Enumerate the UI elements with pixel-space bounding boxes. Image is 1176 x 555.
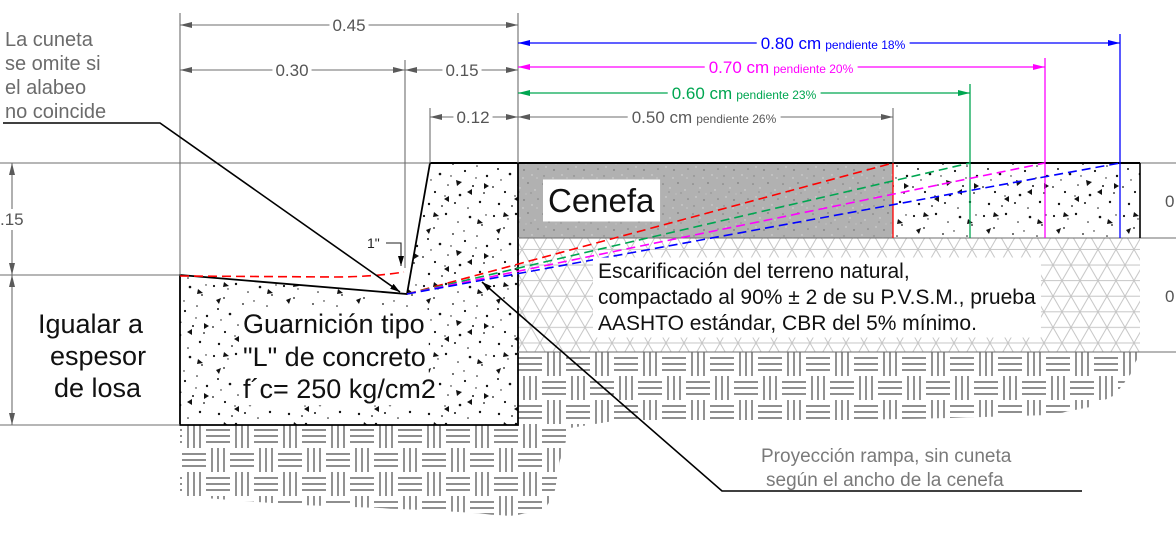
dim-left-height-group: .15: [0, 209, 26, 230]
curb-line-2: "L" de concreto: [243, 342, 426, 372]
curb-label-line-2-group: "L" de concreto: [240, 340, 429, 374]
dim-curb-right-label: 0.15: [445, 61, 478, 80]
ramp-slope-050: pendiente 26%: [696, 112, 776, 126]
base-line-1: Escarificación del terreno natural,: [598, 260, 910, 283]
projection-line-1: Proyección rampa, sin cuneta: [761, 446, 1012, 467]
note-line-3: el alabeo: [5, 77, 86, 99]
ramp-width-050-value: 0.50 cm: [632, 108, 692, 127]
ramp-concrete-band: [893, 163, 1140, 238]
projection-label: Proyección rampa, sin cuneta según el an…: [761, 446, 1012, 491]
base-line-3: AASHTO estándar, CBR del 5% mínimo.: [598, 312, 977, 335]
ramp-width-050-label: 0.50 cm pendiente 26%: [632, 108, 777, 127]
ramp-width-060-label: 0.60 cm pendiente 23%: [672, 84, 817, 103]
ramp-width-060-value: 0.60 cm: [672, 84, 732, 103]
base-label: Escarificación del terreno natural, comp…: [598, 260, 1036, 335]
slab-line-3: de losa: [54, 373, 142, 403]
dim-right-bottom-label: 0: [1165, 287, 1174, 306]
ramp-slope-060: pendiente 23%: [736, 88, 816, 102]
dim-total-group: 0.45: [329, 14, 369, 37]
slope-line-060: [406, 162, 971, 295]
slab-line-2: espesor: [50, 341, 146, 371]
dim-right-top-label: 0: [1165, 192, 1174, 211]
step-label: 1": [367, 235, 380, 251]
ramp-width-070-value: 0.70 cm: [709, 58, 769, 77]
reference-lines: [0, 162, 1176, 426]
cuneta-omitted-line: [179, 271, 405, 278]
cenefa-label: Cenefa: [548, 182, 655, 219]
projection-line-2: según el ancho de la cenefa: [766, 470, 1004, 491]
cenefa-label-group: Cenefa: [543, 179, 661, 222]
dim-left-height-label: .15: [0, 210, 24, 229]
cuneta-note: La cuneta se omite si el alabeo no coinc…: [5, 29, 106, 123]
ramp-width-080-group: 0.80 cm pendiente 18%: [756, 32, 910, 55]
ramp-slope-lines: [179, 162, 1121, 295]
projection-leader: [481, 281, 1082, 492]
dim-curb-top-group: 0.12: [453, 106, 493, 129]
slope-line-070: [406, 162, 1046, 295]
slab-line-1: Igualar a: [38, 309, 144, 339]
curb-line-1: Guarnición tipo: [243, 309, 425, 339]
ramp-slope-080: pendiente 18%: [825, 38, 905, 52]
step-indicator: [386, 242, 404, 266]
ramp-slope-070: pendiente 20%: [773, 62, 853, 76]
ramp-width-060-group: 0.60 cm pendiente 23%: [667, 82, 821, 105]
natural-ground-hatch: [180, 352, 1140, 516]
dim-total-label: 0.45: [332, 16, 365, 35]
ramp-width-080-value: 0.80 cm: [761, 34, 821, 53]
curb-label-line-1-group: Guarnición tipo: [240, 307, 428, 341]
ramp-width-070-label: 0.70 cm pendiente 20%: [709, 58, 854, 77]
note-line-1: La cuneta: [5, 29, 94, 51]
dim-curb-left-group: 0.30: [272, 59, 312, 82]
ramp-limit-lines: [892, 163, 1121, 238]
dim-curb-left-label: 0.30: [275, 61, 308, 80]
base-label-group: Escarificación del terreno natural, comp…: [593, 257, 1041, 338]
curb-label-line-3-group: f´c= 250 kg/cm2: [240, 372, 439, 406]
note-leader: [3, 122, 401, 293]
note-line-2: se omite si: [5, 53, 101, 75]
ramp-width-050-group: 0.50 cm pendiente 26%: [627, 106, 781, 129]
slope-line-080: [406, 162, 1121, 295]
ramp-width-080-label: 0.80 cm pendiente 18%: [761, 34, 906, 53]
dim-curb-right-group: 0.15: [442, 59, 482, 82]
note-line-4: no coincide: [5, 101, 106, 123]
slab-label: Igualar a espesor de losa: [38, 309, 146, 403]
base-line-2: compactado al 90% ± 2 de su P.V.S.M., pr…: [598, 286, 1036, 309]
curb-line-3: f´c= 250 kg/cm2: [243, 374, 436, 404]
ramp-width-070-group: 0.70 cm pendiente 20%: [704, 56, 858, 79]
dim-curb-top-label: 0.12: [456, 108, 489, 127]
